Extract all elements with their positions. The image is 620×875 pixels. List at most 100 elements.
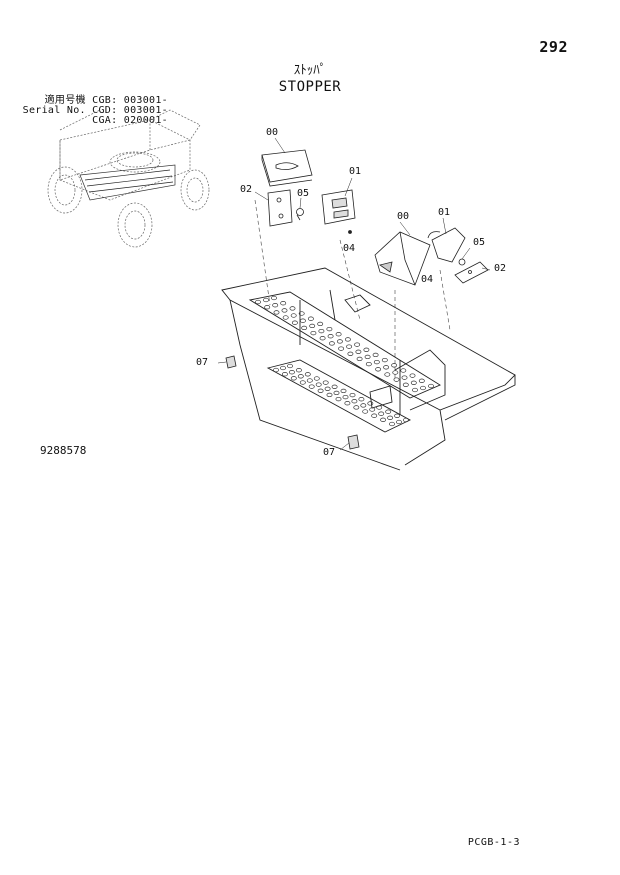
- step-hole: [375, 367, 382, 372]
- part-04-left: [348, 230, 352, 234]
- step-hole: [297, 374, 304, 379]
- step-hole: [318, 328, 325, 334]
- step-hole: [364, 354, 371, 360]
- step-hole: [263, 297, 269, 303]
- step-hole: [381, 357, 388, 363]
- step-hole: [362, 409, 369, 414]
- step-hole: [326, 326, 333, 332]
- step-hole: [298, 311, 305, 316]
- part-07-left: [225, 355, 237, 369]
- step-hole: [319, 336, 326, 341]
- step-hole: [400, 368, 407, 373]
- step-hole: [403, 417, 409, 423]
- step-hole: [418, 378, 425, 383]
- step-hole: [290, 376, 297, 381]
- step-hole: [356, 356, 363, 362]
- step-hole: [287, 363, 293, 369]
- callout-05-right: 05: [473, 237, 486, 248]
- step-hole: [322, 380, 329, 385]
- step-hole: [344, 337, 351, 342]
- part-05-left: [296, 208, 304, 221]
- step-hole: [280, 301, 287, 306]
- step-hole: [349, 392, 356, 398]
- step-hole: [389, 421, 395, 427]
- step-hole: [420, 385, 426, 391]
- step-hole: [328, 341, 335, 346]
- part-00-left: [261, 149, 313, 187]
- step-hole: [353, 405, 360, 410]
- step-hole: [373, 359, 380, 365]
- callout-01-right: 01: [438, 207, 451, 218]
- step-hole: [299, 318, 306, 323]
- part-01-left: [321, 189, 356, 225]
- step-hole: [255, 299, 261, 305]
- step-hole: [309, 323, 316, 329]
- callout-04-right: 04: [421, 274, 434, 285]
- step-hole: [355, 349, 362, 354]
- step-hole: [365, 361, 372, 367]
- step-hole: [317, 388, 324, 393]
- step-hole: [392, 370, 399, 375]
- step-holes: [255, 295, 434, 427]
- step-hole: [288, 370, 295, 375]
- step-hole: [324, 386, 331, 391]
- step-hole: [307, 316, 314, 321]
- frame-assembly: [221, 267, 516, 471]
- step-hole: [273, 367, 279, 373]
- step-hole: [335, 396, 342, 402]
- step-hole: [282, 315, 289, 320]
- step-hole: [281, 308, 288, 313]
- callout-05-left: 05: [297, 188, 310, 199]
- page-number: 292: [539, 38, 568, 56]
- step-hole: [347, 351, 354, 356]
- step-hole: [291, 320, 298, 325]
- step-hole: [304, 372, 311, 377]
- callout-00-left: 00: [266, 127, 279, 138]
- step-hole: [340, 388, 347, 394]
- title-japanese: ｽﾄｯﾊﾟ: [293, 63, 327, 78]
- serial-line-3: CGA: 020001-: [92, 115, 168, 126]
- step-hole: [273, 310, 280, 315]
- step-hole: [336, 339, 343, 344]
- footer-code: PCGB-1-3: [467, 837, 520, 848]
- step-hole: [367, 401, 374, 406]
- step-hole: [410, 380, 417, 385]
- step-hole: [301, 325, 308, 331]
- step-hole: [331, 384, 338, 389]
- step-hole: [363, 347, 370, 352]
- part-01-right: [427, 227, 466, 263]
- step-hole: [264, 305, 271, 310]
- part-00-right: [374, 231, 431, 286]
- step-hole: [338, 346, 345, 351]
- part-07-bottom: [347, 434, 360, 450]
- part-02-right: [454, 261, 489, 284]
- step-hole: [358, 397, 365, 402]
- step-hole: [308, 384, 315, 389]
- step-hole: [376, 405, 383, 410]
- step-hole: [354, 342, 361, 347]
- step-hole: [385, 409, 392, 414]
- step-hole: [428, 383, 434, 389]
- callout-00-right: 00: [397, 211, 410, 222]
- step-hole: [344, 401, 351, 406]
- callout-07-left: 07: [196, 357, 209, 368]
- step-hole: [360, 403, 367, 408]
- callout-07-bottom: 07: [323, 447, 336, 458]
- step-hole: [371, 413, 378, 418]
- machine-thumbnail: [47, 109, 210, 248]
- step-hole: [401, 375, 408, 380]
- step-hole: [280, 365, 286, 371]
- step-hole: [289, 306, 296, 311]
- step-hole: [380, 417, 387, 422]
- step-hole: [327, 334, 334, 339]
- callout-02-right: 02: [494, 263, 507, 274]
- part-05-right: [458, 258, 466, 266]
- step-hole: [310, 330, 317, 336]
- step-hole: [317, 321, 324, 327]
- step-hole: [369, 407, 376, 412]
- step-hole: [271, 295, 277, 301]
- part-02-left: [267, 189, 293, 227]
- serial-line-2: Serial No. CGD: 003001-: [22, 105, 168, 116]
- callout-04-left: 04: [343, 243, 356, 254]
